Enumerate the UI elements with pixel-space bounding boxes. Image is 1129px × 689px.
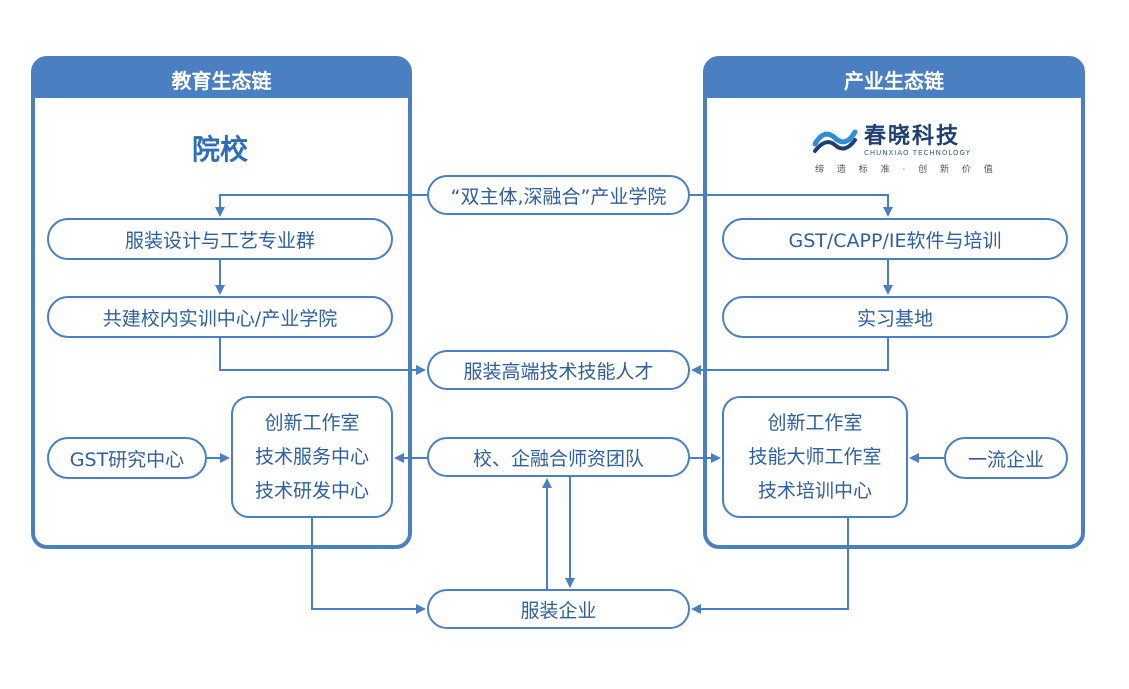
school-studio-node: 创新工作室 技术服务中心 技术研发中心 [231,396,393,518]
enterprise-studio-line: 创新工作室 [767,412,863,434]
enterprise-studio-node: 创新工作室 技能大师工作室 技术培训中心 [722,396,908,518]
top-enterprise-node: 一流企业 [944,437,1068,479]
school-studio-line: 技术研发中心 [254,480,369,502]
chunxiao-logo: 春晓科技 CHUNXIAO TECHNOLOGY [812,124,971,158]
education-panel-header: 教育生态链 [35,60,408,98]
enterprise-studio-to-garment-arrow [691,518,849,614]
logo-name-en: CHUNXIAO TECHNOLOGY [864,148,971,157]
logo-slogan: 缔 造 标 准 · 创 新 价 值 [815,165,998,175]
internship-base-node: 实习基地 [722,296,1068,338]
training-to-talent-arrow [219,338,426,375]
studio-to-garment-arrow [311,518,426,614]
industry-panel-header: 产业生态链 [707,60,1081,98]
college-to-software-arrow [690,194,893,217]
talent-node: 服装高端技术技能人才 [427,350,690,390]
gst-research-node: GST研究中心 [47,437,207,479]
internship-to-talent-arrow [691,338,889,375]
teacher-team-node: 校、企融合师资团队 [427,437,690,477]
logo-name-cn: 春晓科技 [864,123,961,149]
school-title: 院校 [192,133,249,166]
software-training-node: GST/CAPP/IE软件与培训 [722,218,1068,260]
college-to-major-arrow [215,194,427,217]
major-group-node: 服装设计与工艺专业群 [47,218,393,260]
enterprise-studio-line: 技能大师工作室 [748,446,882,468]
enterprise-studio-line: 技术培训中心 [757,480,872,502]
school-studio-line: 创新工作室 [264,412,360,434]
chunxiao-logo-icon [812,129,858,153]
school-studio-line: 技术服务中心 [254,446,369,468]
industry-college-node: “双主体,深融合”产业学院 [427,175,690,215]
logo-text: 春晓科技 CHUNXIAO TECHNOLOGY [864,123,971,158]
garment-enterprise-node: 服装企业 [427,589,690,629]
training-center-node: 共建校内实训中心/产业学院 [47,296,393,338]
